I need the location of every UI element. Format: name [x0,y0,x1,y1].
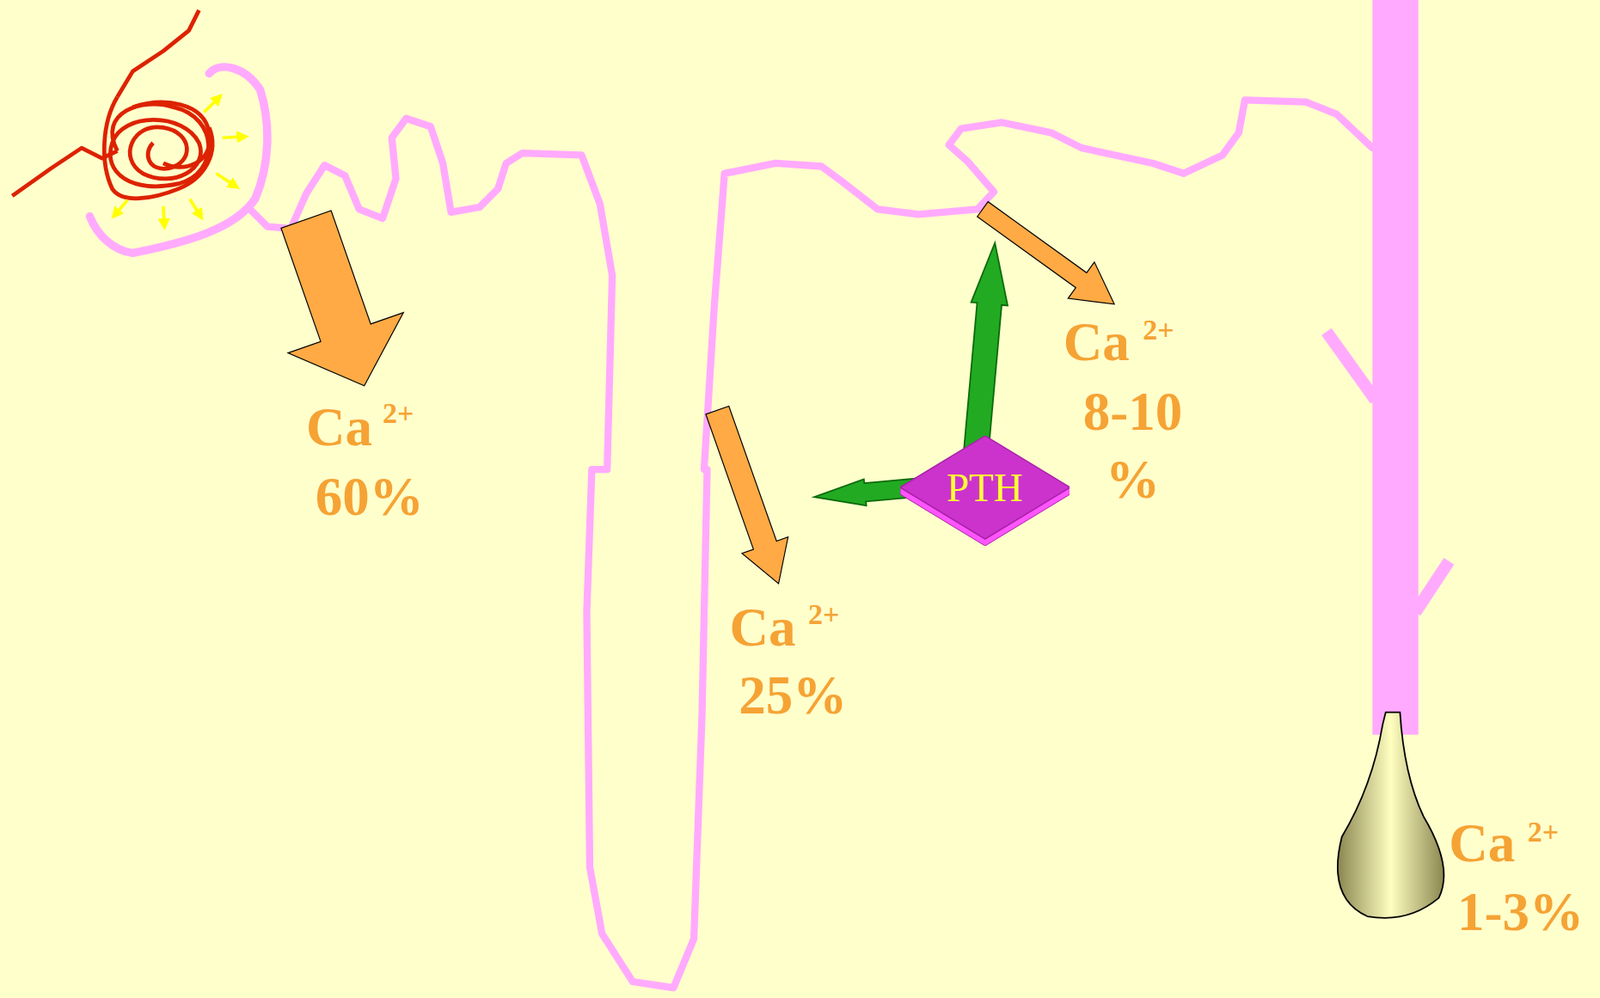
calcium-label: 60% [315,466,424,528]
label-slot: 2+ [808,600,840,630]
calcium-label: Ca [1448,813,1515,874]
label-slot: Ca [729,600,797,656]
ion-charge: 2+ [808,598,840,631]
renal-tubule [250,99,1374,988]
reabsorption-arrow [705,405,789,584]
calcium-label: Ca [306,397,373,458]
ion-charge: 2+ [382,397,414,430]
label-slot: 2+ [1527,817,1559,847]
label-slot: 60% [315,470,424,525]
label-slot: Ca [306,400,373,455]
calcium-label: 25% [738,665,847,726]
label-slot: 2+ [382,398,414,429]
calcium-label: 8-10 % [1072,378,1193,515]
duct-branch [1415,561,1449,613]
hormone-diamond: PTH [900,435,1071,546]
glomerulus [12,10,213,199]
label-slot: 25% [738,668,847,724]
diamond-face [900,435,1071,540]
calcium-label: Ca [729,597,797,658]
calcium-label: 1-3% [1457,882,1584,943]
ion-charge: 2+ [1527,815,1559,848]
ion-charge: 2+ [1142,313,1174,346]
duct-branch [1326,331,1376,401]
calcium-label: Ca [1063,312,1130,373]
collecting-duct [1372,0,1418,736]
reabsorption-arrow [281,210,404,387]
renal-pelvis [1337,712,1445,919]
label-slot: 8-10 % [1072,378,1193,515]
hormone-name: PTH [946,467,1024,509]
label-slot: Ca [1063,315,1130,370]
label-slot: 1-3% [1457,885,1584,940]
label-slot: 2+ [1142,315,1174,345]
label-slot: Ca [1448,816,1515,871]
filtration-arrows [115,98,243,225]
